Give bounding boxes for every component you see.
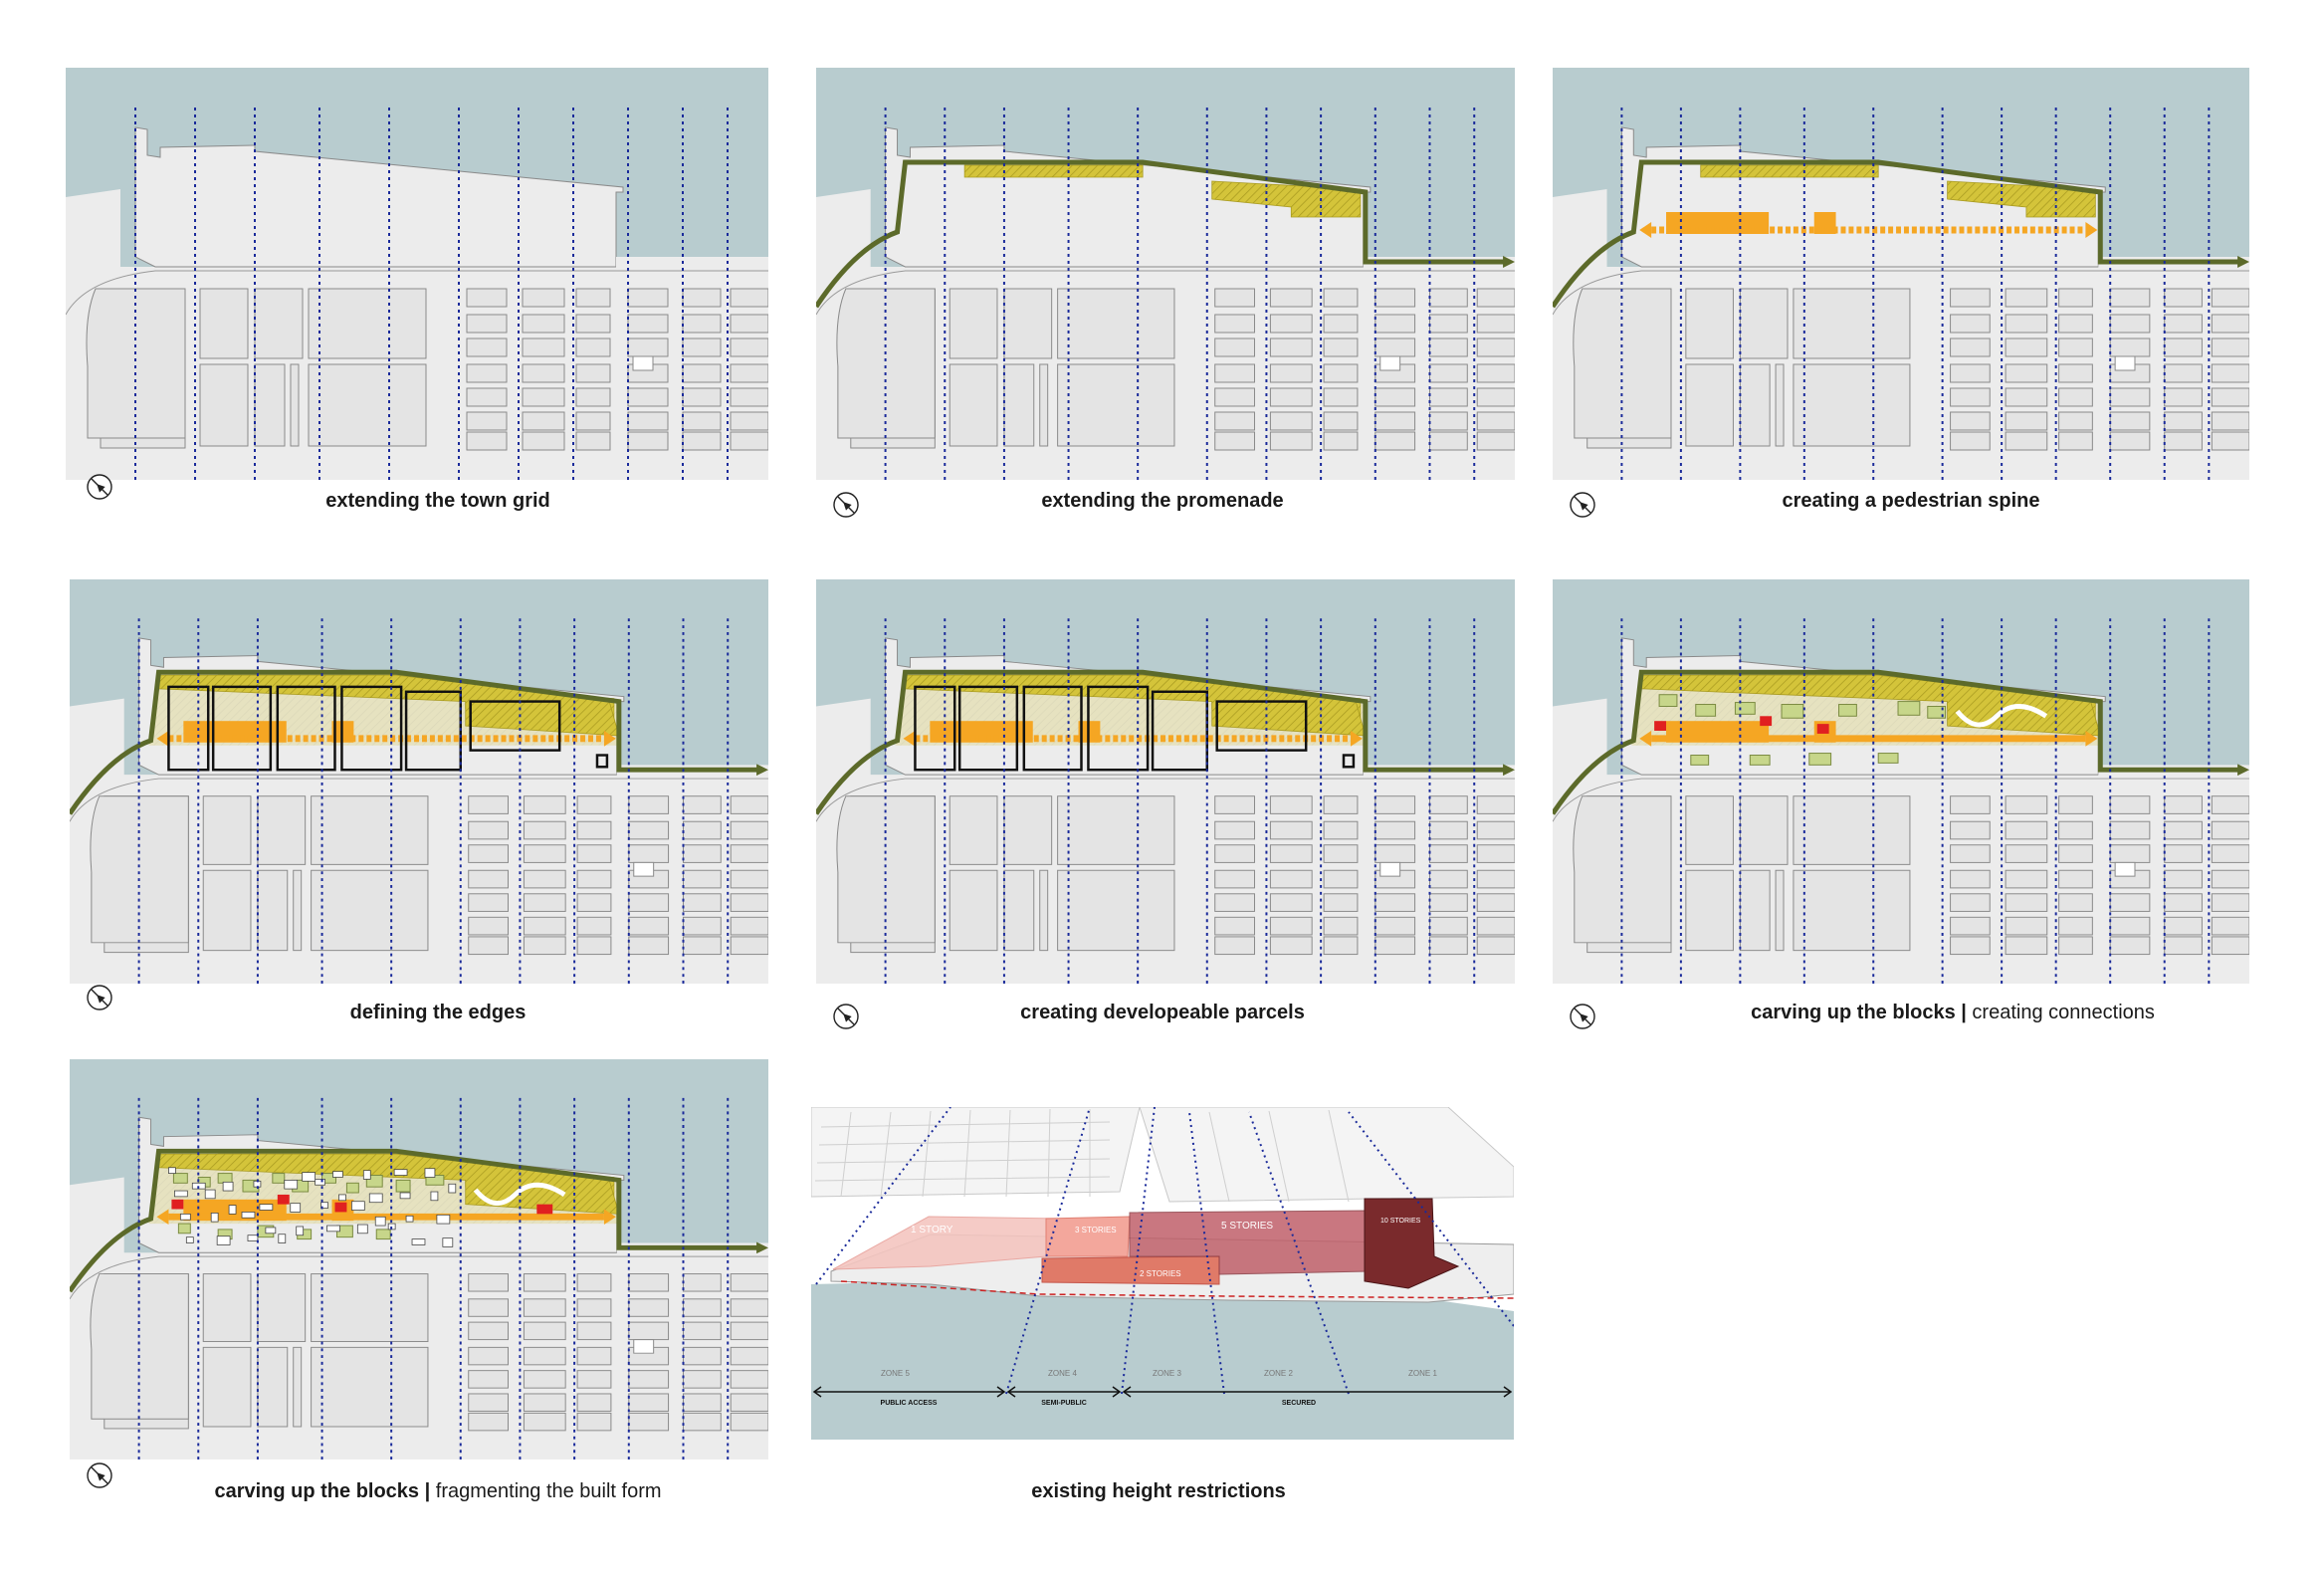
zone-label: ZONE 1 (1408, 1369, 1437, 1378)
zone-label: ZONE 2 (1264, 1369, 1293, 1378)
caption-normal-text: creating connections (1967, 1002, 2155, 1023)
panel-caption: extending the promenade (1041, 490, 1283, 513)
story-label: 3 STORIES (1075, 1226, 1117, 1234)
panel-caption: defining the edges (350, 1002, 527, 1024)
panel-caption: extending the town grid (325, 490, 550, 513)
site-plan-diagram (816, 579, 1515, 984)
zone-label: ZONE 5 (881, 1369, 910, 1378)
site-plan-diagram (1553, 579, 2249, 984)
height-restrictions-diagram: 1 STORY 3 STORIES 5 STORIES 10 STORIES 2… (811, 1107, 1514, 1440)
panel-caption: carving up the blocks | creating connect… (1751, 1002, 2155, 1024)
access-label: SECURED (1282, 1400, 1316, 1407)
panel-pedestrian-spine (1553, 68, 2249, 480)
panel-extending-promenade (816, 68, 1515, 480)
caption-normal-text: fragmenting the built form (430, 1480, 661, 1502)
story-label: 5 STORIES (1221, 1221, 1273, 1232)
caption-bold-text: existing height restrictions (1031, 1480, 1286, 1502)
caption-bold-text: extending the town grid (325, 490, 550, 512)
story-label: 1 STORY (911, 1225, 953, 1235)
zone-label: ZONE 4 (1048, 1369, 1077, 1378)
caption-bold-text: carving up the blocks | (1751, 1002, 1967, 1023)
compass-icon (86, 473, 113, 501)
panel-caption: carving up the blocks | fragmenting the … (214, 1480, 661, 1503)
compass-icon (1569, 1003, 1596, 1030)
zone-label: ZONE 3 (1153, 1369, 1181, 1378)
panel-caption: existing height restrictions (1031, 1480, 1286, 1503)
panel-creating-connections (1553, 579, 2249, 984)
panel-defining-edges (70, 579, 768, 984)
site-plan-diagram (70, 579, 768, 984)
site-plan-diagram (1553, 68, 2249, 480)
compass-icon (86, 1461, 113, 1489)
site-plan-diagram (66, 68, 768, 480)
access-label: SEMI-PUBLIC (1041, 1400, 1087, 1407)
compass-icon (832, 1003, 860, 1030)
compass-icon (832, 491, 860, 519)
compass-icon (1569, 491, 1596, 519)
caption-bold-text: carving up the blocks | (214, 1480, 430, 1502)
height-zone-2-stories (1042, 1256, 1219, 1284)
panel-caption: creating a pedestrian spine (1783, 490, 2040, 513)
panel-height-restrictions: 1 STORY 3 STORIES 5 STORIES 10 STORIES 2… (811, 1107, 1514, 1440)
compass-icon (86, 984, 113, 1011)
caption-bold-text: defining the edges (350, 1002, 527, 1023)
panel-extending-town-grid (66, 68, 768, 480)
panel-caption: creating developeable parcels (1020, 1002, 1305, 1024)
caption-bold-text: creating developeable parcels (1020, 1002, 1305, 1023)
site-plan-diagram (70, 1059, 768, 1459)
panel-developeable-parcels (816, 579, 1515, 984)
waterfront-strip (616, 257, 768, 277)
panel-fragmenting-built-form (70, 1059, 768, 1459)
story-label: 10 STORIES (1380, 1218, 1421, 1225)
story-label: 2 STORIES (1140, 1269, 1181, 1278)
height-zone-3-stories (1046, 1217, 1130, 1256)
site-plan-diagram (816, 68, 1515, 480)
caption-bold-text: extending the promenade (1041, 490, 1283, 512)
caption-bold-text: creating a pedestrian spine (1783, 490, 2040, 512)
access-label: PUBLIC ACCESS (881, 1400, 938, 1407)
